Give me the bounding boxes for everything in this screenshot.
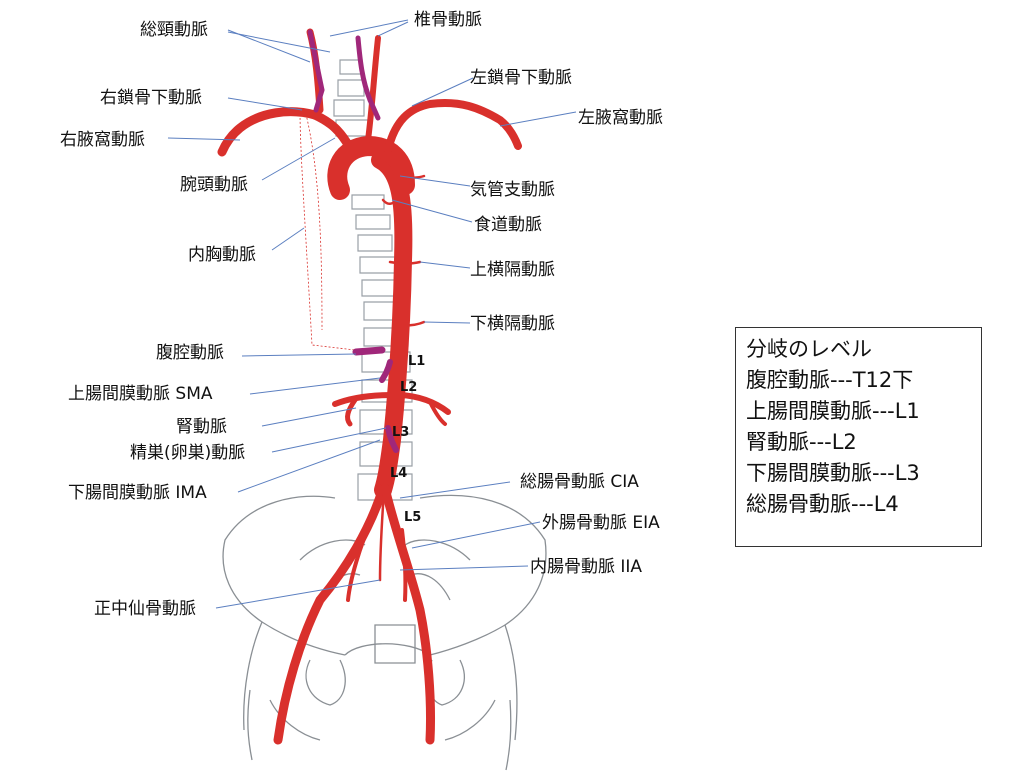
level-l5: L5: [404, 510, 422, 525]
internal-thoracic-artery: [299, 109, 356, 351]
label-right-subclavian: 右鎖骨下動脈: [100, 88, 202, 108]
label-vertebral: 椎骨動脈: [414, 10, 482, 30]
level-l4: L4: [390, 466, 408, 481]
branch-level-legend: 分岐のレベル 腹腔動脈---T12下 上腸間膜動脈---L1 腎動脈---L2 …: [735, 327, 982, 547]
legend-row: 上腸間膜動脈---L1: [746, 399, 920, 423]
label-inferior-phrenic: 下横隔動脈: [470, 314, 555, 334]
level-l1: L1: [408, 354, 426, 369]
label-eia: 外腸骨動脈 EIA: [542, 513, 660, 533]
legend-row: 総腸骨動脈---L4: [746, 492, 899, 516]
legend-row: 腎動脈---L2: [746, 430, 857, 454]
legend-row: 腹腔動脈---T12下: [746, 368, 914, 392]
label-left-subclavian: 左鎖骨下動脈: [470, 68, 572, 88]
highlighted-branches: [307, 29, 399, 453]
label-iia: 内腸骨動脈 IIA: [530, 557, 643, 577]
label-bronchial: 気管支動脈: [470, 180, 555, 200]
level-l3: L3: [392, 425, 410, 440]
label-left-axillary: 左腋窩動脈: [578, 108, 663, 128]
label-internal-thoracic: 内胸動脈: [188, 245, 256, 265]
label-brachiocephalic: 腕頭動脈: [180, 175, 248, 195]
label-superior-phrenic: 上横隔動脈: [470, 260, 555, 280]
pelvis-outline: [222, 494, 547, 771]
label-sma: 上腸間膜動脈 SMA: [68, 384, 213, 404]
label-median-sacral: 正中仙骨動脈: [94, 599, 196, 619]
label-renal: 腎動脈: [176, 417, 227, 437]
label-right-axillary: 右腋窩動脈: [60, 130, 145, 150]
label-cia: 総腸骨動脈 CIA: [520, 472, 639, 492]
label-common-carotid: 総頸動脈: [140, 20, 208, 40]
label-gonadal: 精巣(卵巣)動脈: [130, 443, 246, 463]
arterial-tree: [217, 28, 522, 745]
level-l2: L2: [400, 380, 418, 395]
legend-row: 下腸間膜動脈---L3: [746, 461, 920, 485]
label-ima: 下腸間膜動脈 IMA: [68, 483, 207, 503]
leader-lines: [167, 19, 577, 609]
legend-title: 分岐のレベル: [746, 337, 872, 361]
label-esophageal: 食道動脈: [474, 215, 542, 235]
label-celiac: 腹腔動脈: [156, 343, 224, 363]
